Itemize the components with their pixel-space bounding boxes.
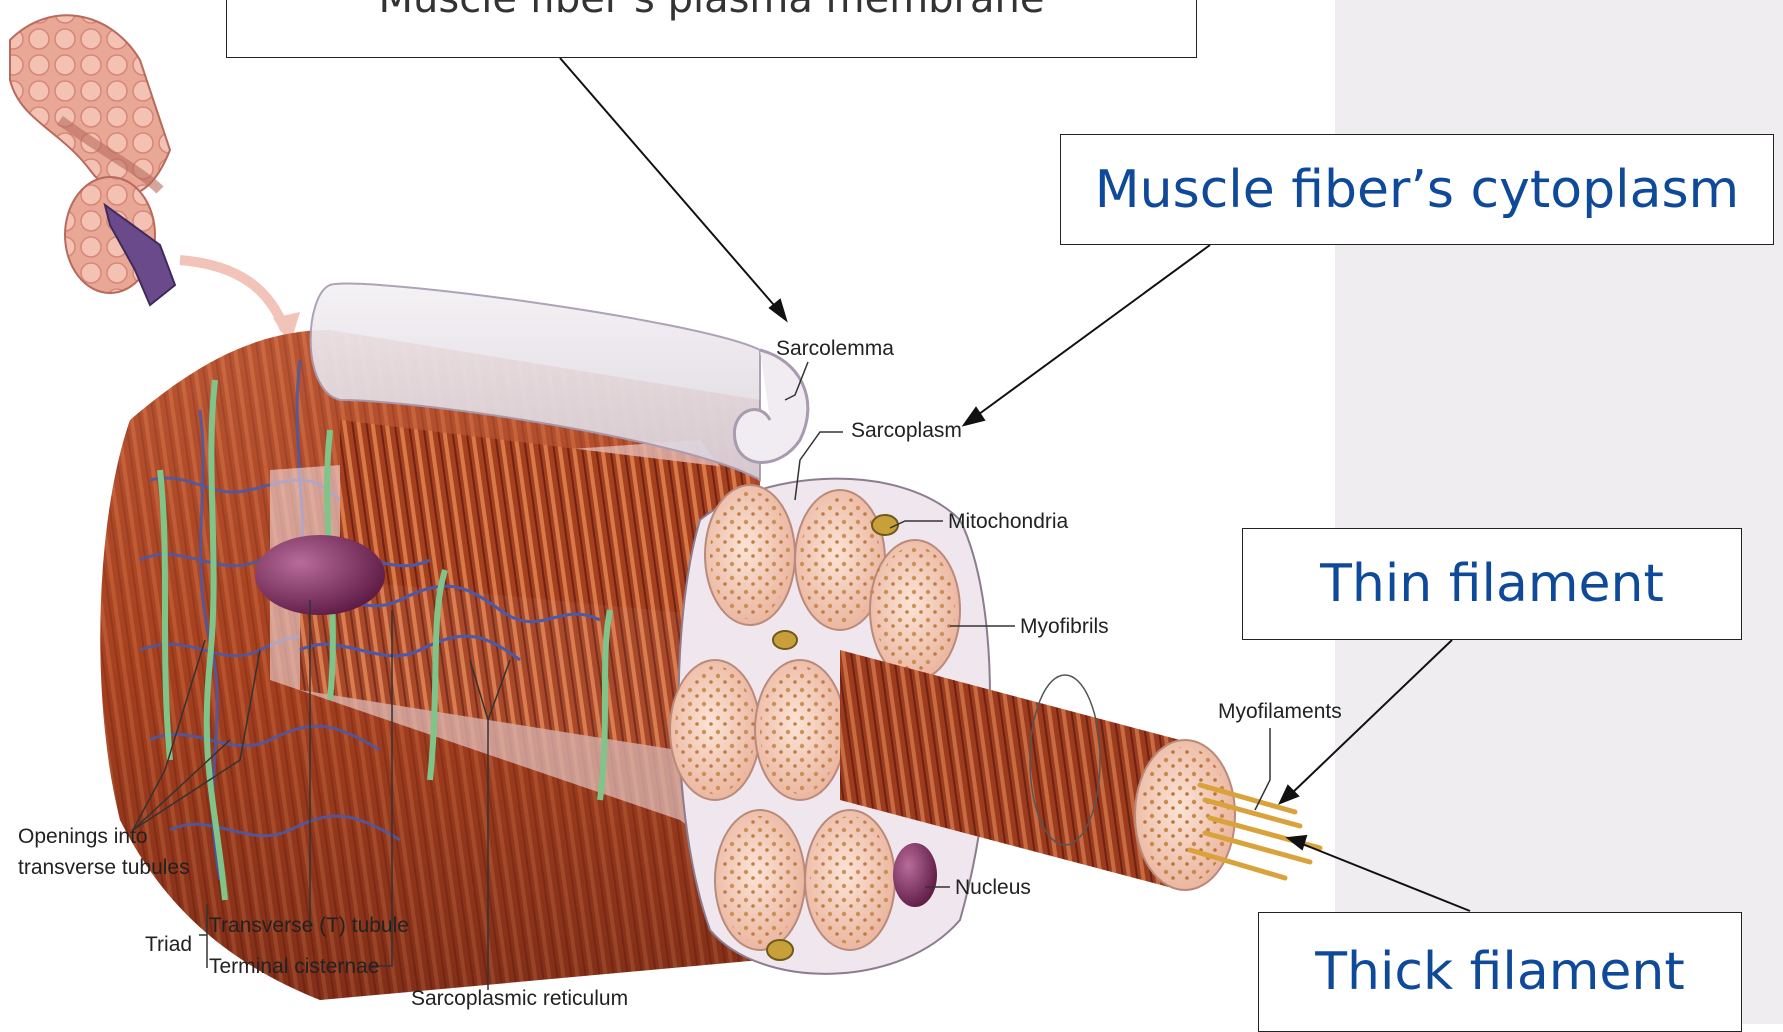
callout-cytoplasm: Muscle fiber’s cytoplasm <box>1060 134 1774 245</box>
label-terminal-cisternae: Terminal cisternae <box>209 955 379 978</box>
callout-thick-filament-text: Thick filament <box>1315 942 1684 1002</box>
label-openings-line2: transverse tubules <box>18 856 190 879</box>
label-myofibrils: Myofibrils <box>1020 615 1109 638</box>
callout-cytoplasm-text: Muscle fiber’s cytoplasm <box>1095 160 1739 220</box>
label-nucleus: Nucleus <box>955 876 1031 899</box>
callout-thin-filament-text: Thin filament <box>1320 554 1664 614</box>
label-t-tubule: Transverse (T) tubule <box>209 914 409 937</box>
label-openings-line1: Openings into <box>18 825 148 848</box>
muscle-bundle-illustration <box>10 15 300 345</box>
label-sarcolemma: Sarcolemma <box>776 337 894 360</box>
label-triad: Triad <box>145 933 192 956</box>
callout-plasma-membrane-text: Muscle fiber’s plasma membrane <box>379 0 1045 22</box>
label-myofilaments: Myofilaments <box>1218 700 1342 723</box>
label-sarcoplasm: Sarcoplasm <box>851 419 962 442</box>
label-sarcoplasmic-reticulum: Sarcoplasmic reticulum <box>411 987 628 1010</box>
label-mitochondria: Mitochondria <box>948 510 1069 533</box>
callout-thin-filament: Thin filament <box>1242 528 1742 640</box>
callout-thick-filament: Thick filament <box>1258 912 1742 1032</box>
callout-plasma-membrane: Muscle fiber’s plasma membrane <box>226 0 1197 58</box>
